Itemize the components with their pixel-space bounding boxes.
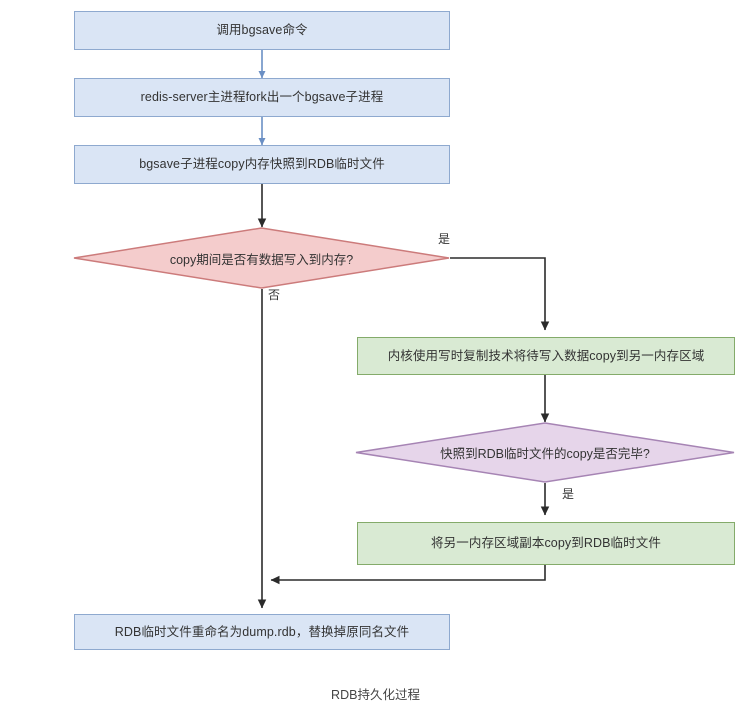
- node-start[interactable]: 调用bgsave命令: [74, 11, 450, 50]
- node-decision-write[interactable]: copy期间是否有数据写入到内存?: [73, 227, 450, 289]
- node-cow[interactable]: 内核使用写时复制技术将待写入数据copy到另一内存区域: [357, 337, 735, 375]
- diagram-caption: RDB持久化过程: [331, 688, 420, 702]
- node-copy-snapshot-label: bgsave子进程copy内存快照到RDB临时文件: [139, 157, 385, 172]
- node-cow-label: 内核使用写时复制技术将待写入数据copy到另一内存区域: [387, 348, 705, 363]
- node-decision-write-label: copy期间是否有数据写入到内存?: [169, 252, 354, 267]
- diamond-shape-purple: [355, 422, 735, 483]
- edge-decision-yes-to-cow: [450, 257, 550, 331]
- edge-copyback-to-merge: [270, 565, 546, 585]
- edge-label-no-write: 否: [268, 288, 281, 302]
- node-decision-done-label: 快照到RDB临时文件的copy是否完毕?: [440, 447, 650, 461]
- node-rename[interactable]: RDB临时文件重命名为dump.rdb，替换掉原同名文件: [74, 614, 450, 650]
- node-start-label: 调用bgsave命令: [216, 23, 308, 38]
- node-fork[interactable]: redis-server主进程fork出一个bgsave子进程: [74, 78, 450, 117]
- node-copy-back-label: 将另一内存区域副本copy到RDB临时文件: [431, 536, 661, 551]
- edge-label-yes-write: 是: [438, 232, 451, 246]
- diamond-shape-red: [73, 227, 450, 289]
- edge-label-yes-done: 是: [562, 487, 575, 501]
- node-copy-back[interactable]: 将另一内存区域副本copy到RDB临时文件: [357, 522, 735, 565]
- node-fork-label: redis-server主进程fork出一个bgsave子进程: [140, 90, 384, 105]
- node-copy-snapshot[interactable]: bgsave子进程copy内存快照到RDB临时文件: [74, 145, 450, 184]
- node-decision-done[interactable]: 快照到RDB临时文件的copy是否完毕?: [355, 422, 735, 483]
- node-rename-label: RDB临时文件重命名为dump.rdb，替换掉原同名文件: [114, 624, 410, 639]
